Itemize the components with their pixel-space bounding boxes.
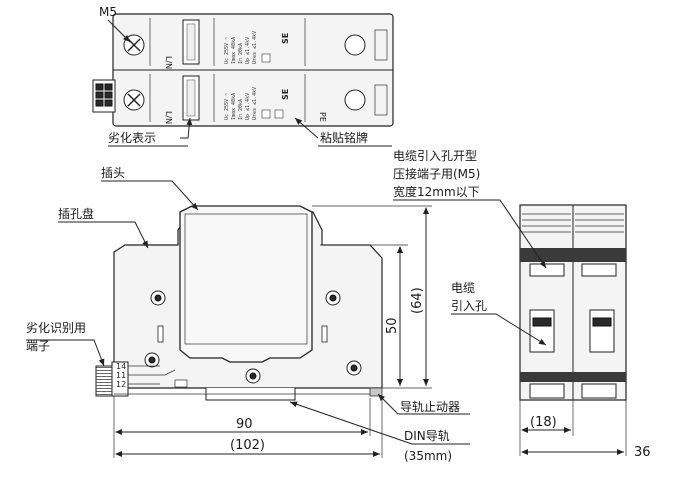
- rating-line: Up ≤1.4kV: [245, 37, 251, 64]
- rating-line: In 20kA: [238, 43, 244, 64]
- right-tab-bottom: [374, 84, 388, 116]
- rail-stopper: [369, 387, 383, 397]
- side-ribs: [522, 213, 624, 233]
- screw-bottom-right: [344, 89, 366, 111]
- base-slot: [157, 325, 164, 343]
- right-tab-top: [374, 29, 388, 61]
- label-cable-entry-1: 电缆: [451, 281, 475, 295]
- label-m5: M5: [99, 5, 117, 19]
- connector-pin: [104, 91, 113, 99]
- cable-entry-window: [532, 317, 552, 327]
- label-nameplate: 粘贴铭牌: [320, 130, 368, 145]
- label-din-rail-1: DIN导轨: [404, 429, 450, 443]
- rating-line: Uc 255V ~: [224, 93, 230, 120]
- cert-mark: [274, 109, 284, 119]
- base-slot: [321, 325, 328, 343]
- connector-pin: [95, 99, 104, 107]
- terminal-14: 14: [116, 362, 126, 371]
- ln-label-top: L/N: [164, 56, 173, 69]
- cable-slot-left: [529, 263, 565, 277]
- label-cable-hole-2: 压接端子用(M5): [393, 166, 480, 181]
- label-cable-entry-2: 引入孔: [451, 299, 487, 313]
- connector-pin: [104, 83, 113, 91]
- degrade-window-inner: [186, 79, 196, 117]
- cable-slot-right: [581, 263, 617, 277]
- brand-logo-top: SE: [281, 33, 290, 44]
- connector-pin: [95, 91, 104, 99]
- side-foot-right: [581, 383, 617, 399]
- terminal-12: 12: [116, 380, 126, 389]
- screw-hole: [144, 352, 160, 368]
- dim-width-102: (102): [230, 438, 265, 453]
- dim-height-50: 50: [385, 317, 400, 334]
- terminal-11: 11: [116, 371, 126, 380]
- screw-hole: [346, 360, 362, 376]
- label-plug: 插头: [101, 166, 125, 180]
- screw-hole: [245, 368, 261, 384]
- cert-mark: [261, 53, 271, 63]
- connector-pin: [104, 99, 113, 107]
- rating-line: Imax 40kA: [231, 37, 237, 64]
- label-rail-stopper: 导轨止动器: [400, 400, 460, 414]
- dim-side-18: (18): [530, 415, 557, 430]
- cable-entry-right: [589, 309, 615, 353]
- label-degrade-display: 劣化表示: [108, 131, 156, 145]
- rating-line: Ures ≤1.4kV: [252, 31, 258, 64]
- side-foot-left: [529, 383, 565, 399]
- screw-top-right: [344, 34, 366, 56]
- side-band-lower: [520, 372, 626, 382]
- screw-bottom-left: [123, 89, 145, 111]
- rating-line: In 20kA: [238, 99, 244, 120]
- rating-line: Uc 255V ~: [224, 37, 230, 64]
- label-socket-base: 插孔盘: [58, 206, 94, 221]
- dim-side-36: 36: [634, 445, 651, 460]
- dim-width-90: 90: [236, 417, 253, 432]
- connector-pin: [95, 83, 104, 91]
- top-view: L/N L/N Uc 255V ~ Imax 40kA In 20kA Up ≤…: [92, 5, 394, 147]
- screw-hole: [150, 290, 166, 306]
- label-cable-hole-3: 宽度12mm以下: [393, 184, 480, 199]
- dim-height-64: (64): [410, 287, 425, 314]
- degrade-terminal-housing: [111, 361, 129, 397]
- cable-entry-left: [529, 309, 555, 353]
- side-view: 电缆引入孔开型 压接端子用(M5) 宽度12mm以下 电缆 引入孔 (18) 3…: [393, 149, 651, 460]
- plug-face: [184, 213, 308, 345]
- rating-line: Ures ≤1.4kV: [252, 87, 258, 120]
- side-band: [520, 248, 626, 262]
- degrade-terminal: [95, 365, 113, 397]
- label-degrade-terminal-2: 端子: [26, 339, 50, 353]
- plug-body: [179, 205, 313, 363]
- contact-resistor: [174, 379, 188, 388]
- pe-label: PE: [318, 112, 327, 122]
- brand-logo-bottom: SE: [281, 89, 290, 100]
- cable-entry-window: [592, 317, 612, 327]
- rating-line: Imax 40kA: [231, 93, 237, 120]
- degrade-window-inner: [186, 23, 196, 61]
- label-degrade-terminal-1: 劣化识别用: [26, 321, 86, 335]
- screw-hole: [325, 290, 341, 306]
- ln-label-bottom: L/N: [164, 111, 173, 124]
- screw-top-left: [123, 34, 145, 56]
- ratings-top: Uc 255V ~ Imax 40kA In 20kA Up ≤1.4kV Ur…: [224, 31, 290, 64]
- cert-mark: [261, 109, 271, 119]
- label-din-rail-2: (35mm): [404, 449, 452, 463]
- rating-line: Up ≤1.4kV: [245, 93, 251, 120]
- front-view: 14 11 12 插头 插孔盘 劣化识别用 端子 50 (64): [26, 166, 470, 463]
- label-cable-hole-1: 电缆引入孔开型: [393, 149, 477, 163]
- ratings-bottom: Uc 255V ~ Imax 40kA In 20kA Up ≤1.4kV Ur…: [224, 87, 327, 122]
